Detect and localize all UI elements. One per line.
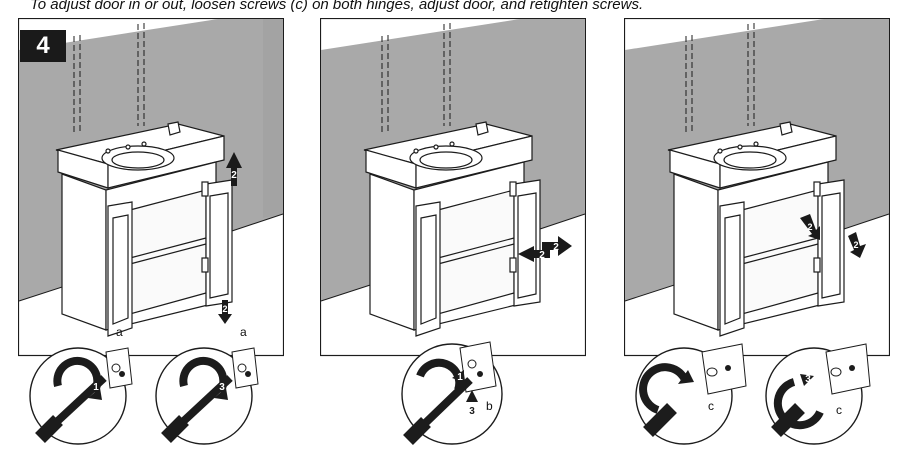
arrow-step-label-right: 2 (553, 242, 559, 253)
step-number-badge: 4 (20, 30, 66, 62)
part-label: b (486, 399, 493, 413)
illustration-panel-1: 2 2 1 a 3 a (18, 18, 284, 450)
panel-3-drawing: 2 2 1 c 3 c (624, 18, 890, 445)
hinge-callout-1: 1 3 b (401, 341, 503, 445)
callout-step-label: 1 (457, 372, 463, 383)
illustration-panel-2: 2 2 1 3 b (320, 18, 586, 450)
hinge-callout-1: 1 a (29, 325, 133, 445)
door-adjust-arrow-in: 2 (800, 214, 820, 240)
panel-2-drawing: 2 2 1 3 b (320, 18, 586, 445)
callout-step-label: 1 (93, 382, 99, 393)
illustration-panel-3: 2 2 1 c 3 c (624, 18, 890, 450)
hinge-callout-2: 3 c (765, 343, 871, 445)
door-adjust-arrow-down: 2 (218, 300, 232, 324)
part-label: a (240, 325, 247, 339)
door-adjust-arrow-up: 2 (226, 152, 242, 186)
instruction-text: To adjust door in or out, loosen screws … (30, 0, 644, 13)
door-adjust-arrow-right: 2 (542, 236, 572, 256)
wall-studs (685, 23, 755, 133)
part-label: a (116, 325, 123, 339)
hinge-callout-1: 1 c (635, 343, 747, 445)
vanity-cabinet (363, 121, 541, 337)
part-label: c (708, 399, 714, 413)
callout-step-label: 1 (681, 386, 687, 397)
vanity-cabinet (667, 121, 845, 337)
arrow-step-label-bottom: 2 (222, 304, 227, 314)
hinge-callout-2: 3 a (155, 325, 259, 445)
arrow-step-label-right: 2 (853, 240, 858, 250)
door-adjust-arrow-out: 2 (848, 232, 866, 258)
part-label: c (836, 403, 842, 417)
callout-step-label-2: 3 (469, 406, 475, 417)
callout-step-label: 3 (219, 382, 225, 393)
arrow-step-label: 2 (231, 170, 237, 181)
wall-studs (381, 23, 451, 133)
arrow-step-label: 2 (807, 222, 812, 232)
wall-studs (73, 23, 145, 133)
arrow-step-label: 2 (539, 250, 545, 261)
callout-step-label: 3 (805, 374, 811, 385)
panel-1-drawing: 2 2 1 a 3 a (18, 18, 284, 445)
vanity-cabinet (55, 121, 233, 337)
